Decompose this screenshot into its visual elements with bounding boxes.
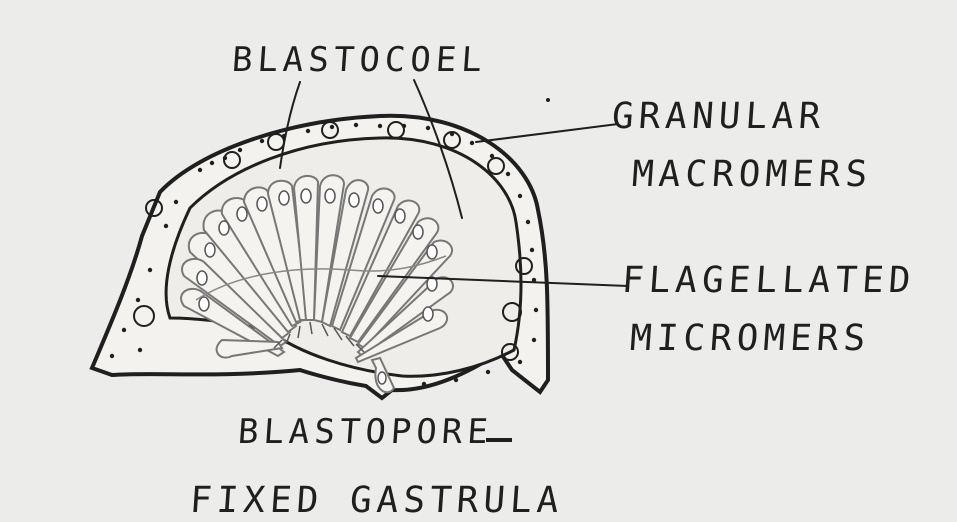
label-micromers: MICROMERS bbox=[629, 318, 872, 359]
label-flagellated: FLAGELLATED bbox=[621, 260, 917, 301]
pen-dot bbox=[546, 98, 550, 102]
diagram-title: FIXED GASTRULA bbox=[189, 480, 565, 521]
label-macromers: MACROMERS bbox=[631, 154, 874, 195]
label-blastopore: BLASTOPORE bbox=[237, 412, 495, 452]
label-blastocoel: BLASTOCOEL bbox=[231, 40, 489, 80]
label-granular: GRANULAR bbox=[611, 96, 827, 137]
pointer-granular-macromers bbox=[476, 124, 618, 142]
